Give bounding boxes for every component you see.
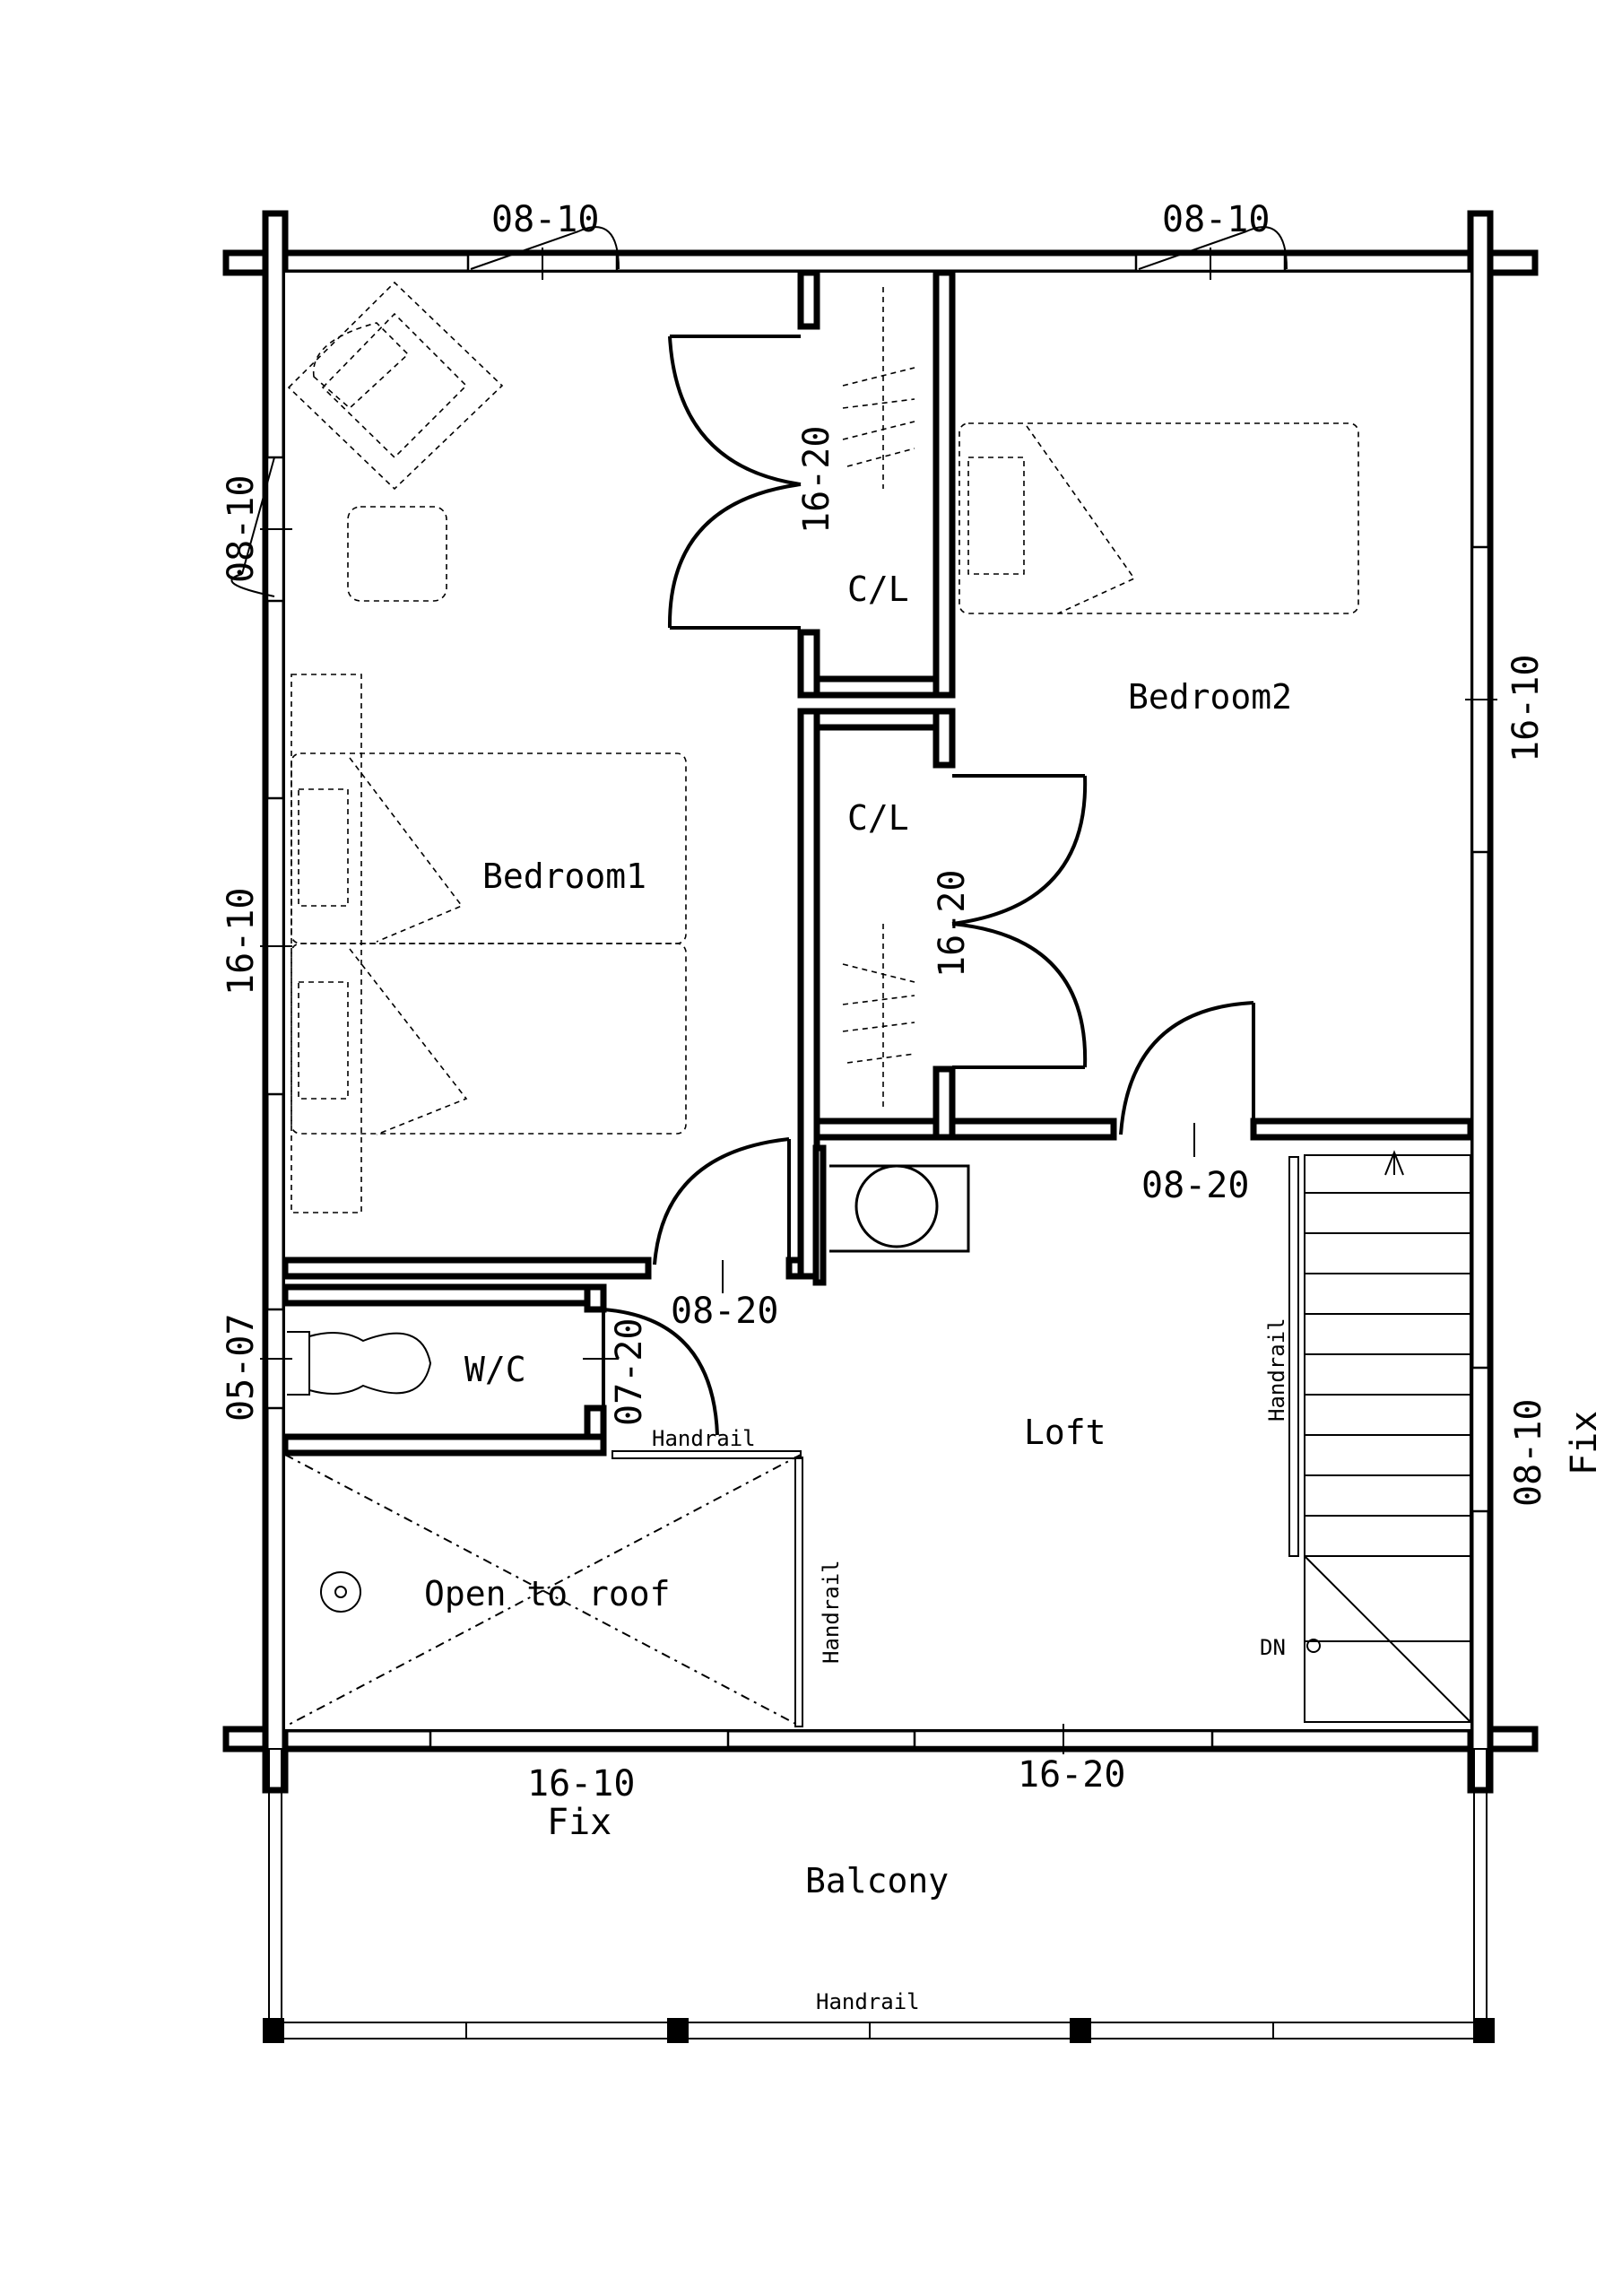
handrail-wc-label: Handrail (652, 1426, 756, 1451)
dim-left-wc-window: 05-07 (221, 1314, 262, 1422)
furniture (287, 281, 1359, 1396)
loft-label: Loft (1024, 1413, 1106, 1452)
dim-bedroom2-door: 08-20 (1141, 1165, 1249, 1206)
dim-bottom-left-window: 16-10 (527, 1763, 635, 1805)
dim-left-upper-window: 08-10 (221, 475, 262, 583)
exterior-windows (260, 248, 1497, 1754)
closet-b-label: C/L (847, 798, 909, 838)
handrail-stair-label: Handrail (1264, 1318, 1289, 1422)
window-swings (230, 226, 1288, 597)
open-to-roof-label: Open to roof (424, 1574, 671, 1613)
doors (583, 335, 1255, 1436)
dim-bottom-left-window-note: Fix (547, 1802, 612, 1843)
closet-a-label: C/L (847, 570, 909, 609)
dim-closet-b-door: 16-20 (932, 870, 973, 978)
small-labels: Handrail Handrail Handrail Handrail DN (652, 1318, 1289, 2014)
stair-down-label: DN (1260, 1635, 1286, 1660)
balcony-label: Balcony (805, 1861, 949, 1900)
bedroom2-label: Bedroom2 (1128, 677, 1292, 717)
dim-right-bedroom2-window: 16-10 (1505, 655, 1547, 762)
dim-left-mid-window: 16-10 (221, 888, 262, 996)
dim-closet-a-door: 16-20 (796, 426, 837, 534)
dim-right-loft-window-note: Fix (1564, 1411, 1605, 1475)
open-to-roof-area (284, 1450, 803, 1727)
interior-walls (282, 269, 1474, 1457)
wc-label: W/C (464, 1350, 526, 1389)
dim-right-loft-window: 08-10 (1508, 1399, 1549, 1507)
staircase (1288, 1150, 1471, 1723)
handrail-balcony-label: Handrail (816, 1989, 920, 2014)
dim-bedroom1-door: 08-20 (671, 1291, 778, 1332)
dim-wc-door: 07-20 (609, 1318, 650, 1426)
dim-top-left-window: 08-10 (491, 199, 599, 240)
exterior-walls (222, 210, 1539, 1794)
dim-top-right-window: 08-10 (1162, 199, 1270, 240)
dimension-labels: 08-10 08-10 08-10 16-10 05-07 16-20 16-2… (221, 199, 1605, 1843)
dim-bottom-door: 16-20 (1018, 1754, 1125, 1796)
bedroom1-label: Bedroom1 (482, 857, 646, 896)
room-labels: Bedroom1 Bedroom2 C/L C/L W/C Loft Open … (424, 570, 1292, 1900)
balcony (263, 1748, 1495, 2043)
handrail-open-label: Handrail (819, 1560, 844, 1664)
